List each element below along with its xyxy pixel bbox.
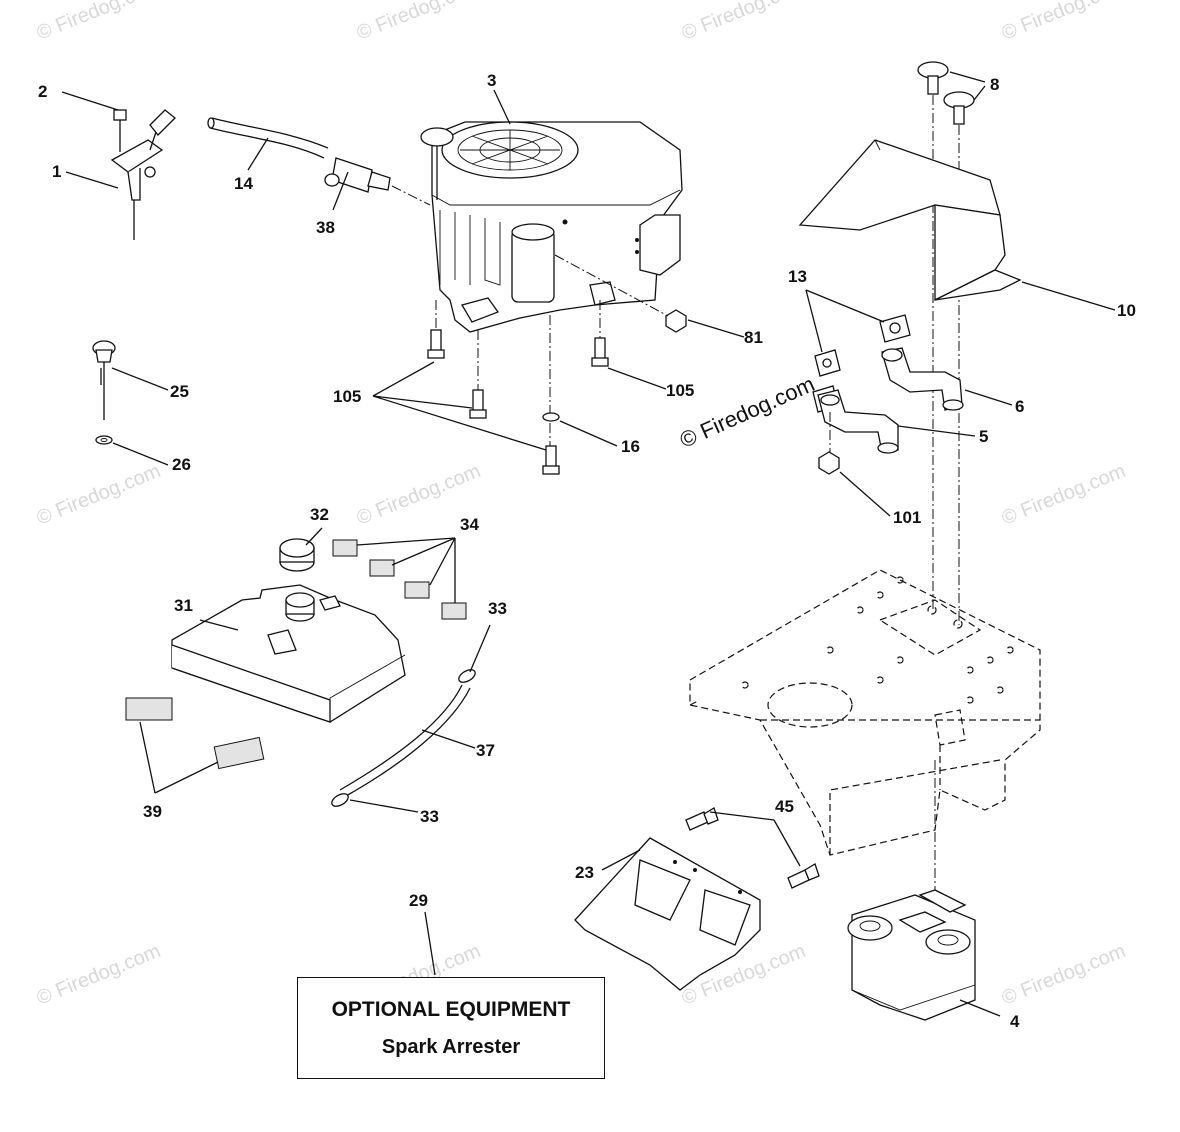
callout-13: 13	[788, 267, 807, 286]
exhaust-pipe-6-part	[881, 347, 964, 411]
fuel-tank-part	[171, 584, 406, 723]
fuel-cap-part	[279, 538, 315, 572]
callout-101: 101	[893, 508, 921, 527]
callout-39: 39	[143, 802, 162, 821]
optional-equipment-box: OPTIONAL EQUIPMENT Spark Arrester	[297, 977, 605, 1079]
shield-bolts-part	[917, 61, 975, 625]
engine-part	[420, 121, 683, 333]
callout-33-top: 33	[488, 599, 507, 618]
callout-105-right: 105	[666, 381, 694, 400]
frame-part	[689, 569, 1041, 856]
callout-31: 31	[174, 596, 193, 615]
callout-34: 34	[460, 515, 479, 534]
svg-text:© Firedog.com: © Firedog.com	[679, 0, 809, 45]
callout-37: 37	[476, 741, 495, 760]
nut-101-part	[818, 412, 840, 475]
callout-5: 5	[979, 427, 988, 446]
callout-10: 10	[1117, 301, 1136, 320]
optional-equipment-title: OPTIONAL EQUIPMENT	[331, 997, 571, 1021]
callout-81: 81	[744, 328, 763, 347]
svg-text:© Firedog.com: © Firedog.com	[34, 460, 164, 530]
callout-8: 8	[990, 75, 999, 94]
callout-labels: 2 1 3 14 38 81 105 105 16 25 26 8 10 13 …	[38, 71, 1136, 1031]
callout-29: 29	[409, 891, 428, 910]
callout-14: 14	[234, 174, 253, 193]
spark-arrester-label: Spark Arrester	[381, 1035, 521, 1058]
engine-bolts-part	[427, 254, 687, 475]
spark-arrester-part	[574, 837, 761, 991]
callout-1: 1	[52, 162, 61, 181]
exhaust-pipe-5-part	[817, 389, 899, 454]
fuel-line-part	[207, 117, 329, 159]
callout-32: 32	[310, 505, 329, 524]
callout-6: 6	[1015, 397, 1024, 416]
svg-text:© Firedog.com: © Firedog.com	[34, 940, 164, 1010]
leader-lines	[61, 71, 1116, 1017]
choke-control-part	[92, 340, 116, 445]
svg-text:© Firedog.com: © Firedog.com	[999, 0, 1129, 45]
heat-shield-part	[798, 139, 1022, 302]
callout-33-bottom: 33	[420, 807, 439, 826]
callout-23: 23	[575, 863, 594, 882]
pads-39-part	[125, 697, 265, 770]
muffler-part	[847, 760, 976, 1021]
svg-text:© Firedog.com: © Firedog.com	[354, 0, 484, 45]
callout-16: 16	[621, 437, 640, 456]
callout-26: 26	[172, 455, 191, 474]
callout-38: 38	[316, 218, 335, 237]
callout-25: 25	[170, 382, 189, 401]
callout-45: 45	[775, 797, 794, 816]
callout-105-left: 105	[333, 387, 361, 406]
svg-text:© Firedog.com: © Firedog.com	[34, 0, 164, 45]
callout-3: 3	[487, 71, 496, 90]
screws-45-part	[685, 807, 820, 889]
throttle-control-part	[110, 109, 176, 240]
pads-34-part	[332, 539, 467, 620]
fuel-filter-part	[324, 157, 431, 206]
callout-2: 2	[38, 82, 47, 101]
svg-text:© Firedog.com: © Firedog.com	[999, 940, 1129, 1010]
fuel-line-37-part	[331, 669, 476, 807]
svg-text:© Firedog.com: © Firedog.com	[999, 460, 1129, 530]
callout-4: 4	[1010, 1012, 1020, 1031]
